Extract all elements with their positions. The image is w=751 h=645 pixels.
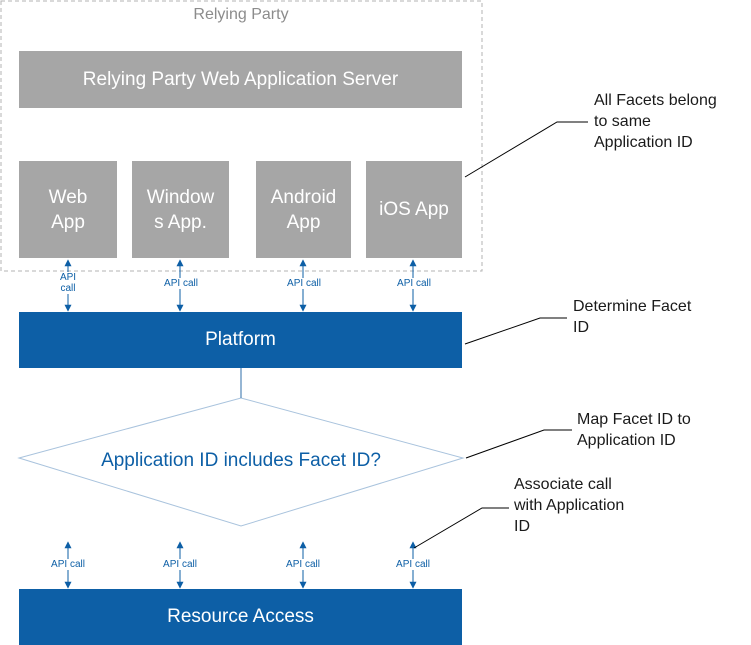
platform-label: Platform (205, 329, 276, 350)
note-facets-line2: to same (594, 113, 651, 130)
note-determine-line1: Determine Facet (573, 298, 692, 315)
ios-app-label-line1: iOS App (379, 199, 449, 220)
callout-line-determine (464, 317, 567, 345)
windows-app-label-line2: s App. (154, 211, 207, 233)
note-determine-line2: ID (573, 319, 589, 336)
decision-diamond (17, 397, 465, 527)
decision-label: Application ID includes Facet ID? (101, 450, 381, 471)
callout-line-associate (413, 507, 509, 549)
web-application-server-box: Relying Party Web Application Server (19, 51, 462, 108)
api-call-label-bottom-4: API call (387, 559, 439, 570)
note-determine: Determine Facet ID (573, 296, 691, 338)
android-app-label-line2: App (286, 211, 321, 233)
note-associate-line2: with Application (514, 497, 625, 514)
windows-app-label-line1: Window (146, 186, 215, 208)
api-call-label-bottom-4-text: API call (396, 559, 430, 570)
api-call-label-bottom-2-text: API call (163, 559, 197, 570)
api-call-label-windows-text: API call (164, 278, 198, 289)
web-app-label-line1: Web (48, 186, 88, 208)
resource-access-label: Resource Access (167, 606, 314, 627)
note-facets-line1: All Facets belong (594, 92, 717, 109)
android-app-label-line1: Android (270, 186, 337, 208)
api-call-label-bottom-3: API call (277, 559, 329, 570)
note-facets: All Facets belong to same Application ID (594, 90, 717, 153)
api-call-label-web-line2: call (60, 283, 76, 294)
api-call-label-bottom-1: API call (42, 559, 94, 570)
note-associate-line3: ID (514, 518, 530, 535)
relying-party-boundary (0, 0, 483, 272)
api-call-label-web: API call (52, 272, 84, 294)
api-call-label-android-text: API call (287, 278, 321, 289)
callout-line-facets (464, 121, 588, 178)
note-map-line1: Map Facet ID to (577, 411, 691, 428)
resource-access-box: Resource Access (19, 589, 462, 645)
platform-box: Platform (19, 312, 462, 368)
api-call-label-windows: API call (155, 278, 207, 289)
relying-party-label: Relying Party (193, 6, 289, 23)
api-call-label-android: API call (278, 278, 330, 289)
web-app-label-line2: App (51, 211, 85, 233)
callout-line-map (465, 429, 572, 459)
note-map: Map Facet ID to Application ID (577, 409, 691, 451)
note-associate: Associate call with Application ID (514, 474, 624, 537)
note-map-line2: Application ID (577, 432, 676, 449)
api-call-label-ios: API call (388, 278, 440, 289)
web-app-box: Web App (19, 161, 117, 258)
api-call-label-bottom-2: API call (154, 559, 206, 570)
api-call-label-bottom-3-text: API call (286, 559, 320, 570)
note-facets-line3: Application ID (594, 134, 693, 151)
ios-app-box: iOS App (366, 161, 462, 258)
api-call-label-web-line1: API (59, 272, 77, 283)
android-app-box: Android App (256, 161, 351, 258)
api-call-label-bottom-1-text: API call (51, 559, 85, 570)
windows-app-box: Window s App. (132, 161, 229, 258)
api-call-label-ios-text: API call (397, 278, 431, 289)
note-associate-line1: Associate call (514, 476, 612, 493)
web-application-server-label: Relying Party Web Application Server (82, 68, 399, 90)
